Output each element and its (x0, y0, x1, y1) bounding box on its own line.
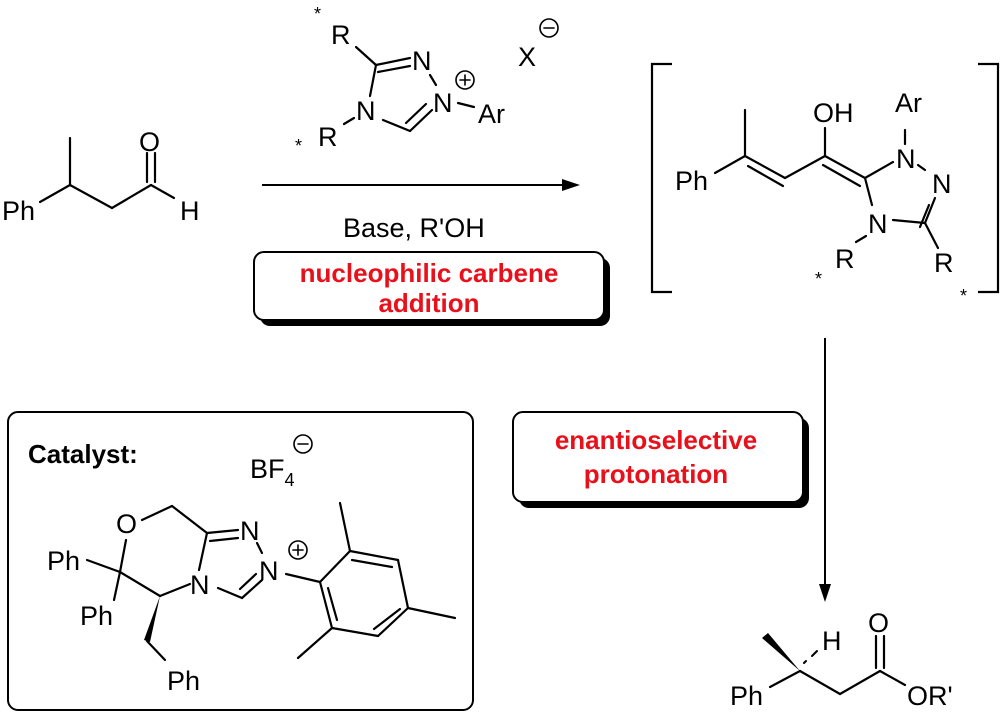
reaction-arrow-2 (819, 338, 831, 602)
arrow-head-icon (562, 179, 580, 191)
catalyst-box: Catalyst: BF4 O Ph Ph Ph N N N (7, 411, 474, 711)
wedge-bond (144, 596, 160, 642)
catalyst-n4: N (190, 570, 210, 600)
substrate-aldehyde: Ph O H (2, 127, 200, 226)
step2-label-line1: enantioselective (555, 425, 757, 455)
intermediate-oh: OH (813, 98, 854, 128)
plus-charge-icon (455, 70, 475, 90)
reagent-n4: N (356, 96, 376, 126)
step2-label-box: enantioselective protonation (512, 411, 809, 508)
step1-label-line1: nucleophilic carbene (300, 258, 559, 288)
catalyst-n1: N (259, 556, 279, 586)
substrate-ph: Ph (2, 196, 35, 226)
intermediate-n1: N (896, 144, 916, 174)
plus-charge-icon (288, 540, 308, 560)
substrate-h: H (180, 196, 200, 226)
reagent-r-bottom: R (318, 122, 338, 152)
star-mark: * (815, 269, 822, 289)
conditions-text: Base, R'OH (343, 213, 485, 243)
catalyst-n2: N (240, 516, 260, 546)
breslow-intermediate: Ph OH N Ar N N R * R * (650, 62, 1000, 306)
step1-label-box: nucleophilic carbene addition (253, 251, 610, 326)
product-ph: Ph (730, 681, 763, 711)
substrate-o: O (139, 127, 160, 157)
step2-label-line2: protonation (584, 459, 728, 489)
reagent-n1: N (433, 88, 453, 118)
product-o: O (868, 608, 889, 638)
product-ester: Ph H O OR' (730, 608, 953, 711)
catalyst-anion: BF4 (250, 454, 295, 490)
intermediate-ar: Ar (895, 88, 922, 118)
counterion-x: X (518, 42, 536, 72)
reagent-ar: Ar (478, 99, 505, 129)
catalyst-ph1: Ph (47, 546, 80, 576)
product-or: OR' (907, 681, 953, 711)
intermediate-r1: R (835, 244, 855, 274)
reagent-n2: N (412, 46, 432, 76)
intermediate-n2: N (932, 169, 952, 199)
catalyst-o: O (116, 509, 137, 539)
triazolium-reagent: * R N N Ar N * R X (295, 4, 559, 156)
product-h: H (822, 626, 842, 656)
reaction-arrow-1 (262, 179, 580, 191)
minus-charge-icon (539, 18, 559, 38)
intermediate-n4: N (868, 209, 888, 239)
step1-label-line2: addition (378, 288, 479, 318)
reagent-r-top: R (331, 20, 351, 50)
star-mark: * (314, 4, 321, 24)
intermediate-ph: Ph (675, 166, 708, 196)
catalyst-ph3: Ph (167, 666, 200, 696)
intermediate-r2: R (934, 248, 954, 278)
wedge-bond (762, 633, 800, 671)
minus-charge-icon (293, 434, 313, 454)
catalyst-title: Catalyst: (28, 439, 138, 469)
catalyst-ph2: Ph (80, 601, 113, 631)
star-mark: * (960, 286, 967, 306)
star-mark: * (295, 136, 302, 156)
arrow-head-icon (819, 584, 831, 602)
